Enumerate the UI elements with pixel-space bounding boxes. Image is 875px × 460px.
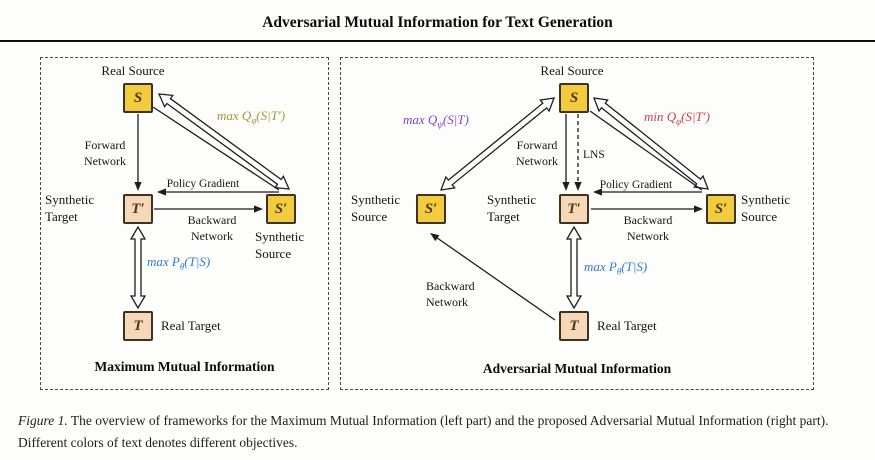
arrow-shape [592,97,710,190]
arrow-shape [254,205,263,213]
node-synthetic-target: T′ [123,194,153,224]
node-synthetic-source: S′ [266,194,296,224]
label-lns: LNS [583,149,605,161]
ami-arrows-layer [430,97,710,321]
label-real-source: Real Source [540,63,604,78]
arrow-shape [574,182,582,191]
objective-max-p-theta: max Pθ(T|S) [584,259,647,277]
node-symbol-s-prime: S′ [274,200,288,217]
node-real-source: S [559,83,589,113]
node-real-target: T [559,311,589,341]
objective-max-p-theta: max Pθ(T|S) [147,254,210,272]
arrow-shape [694,205,703,213]
label-backward-network: Backward Network [187,213,237,243]
arrow-shape [562,182,570,191]
objective-args: (S|T′) [681,109,710,124]
arrow-shape [439,97,556,191]
node-synthetic-source-left: S′ [416,194,446,224]
figure-caption-text: The overview of frameworks for the Maxim… [18,413,829,450]
node-symbol-s: S [569,89,579,106]
arrow-shape [589,110,703,191]
objective-fn: max [147,254,169,269]
objective-max-q-phi: max Qφ(S|T′) [217,108,285,126]
ami-panel-title: Adversarial Mutual Information [482,361,672,376]
objective-sym: Q [241,108,252,123]
objective-args: (T|S) [621,259,648,274]
label-real-target: Real Target [597,318,657,333]
node-symbol-s-prime: S′ [714,200,728,217]
node-symbol-t-prime: T′ [567,200,581,217]
arrow-shape [430,233,440,242]
objective-fn: max [403,112,425,127]
node-symbol-s: S [133,89,143,106]
paper-title: Adversarial Mutual Information for Text … [262,14,613,31]
figure-caption-label: Figure 1. [18,413,68,428]
objective-sym: Q [427,112,438,127]
node-symbol-t: T [133,317,143,334]
label-backward-network-right: Backward Network [623,213,673,243]
objective-sym: Q [666,109,677,124]
arrow-shape [157,188,166,196]
objective-sub: θ [179,261,185,272]
label-real-target: Real Target [161,318,221,333]
node-synthetic-source-right: S′ [706,194,736,224]
node-symbol-t: T [569,317,579,334]
label-real-source: Real Source [101,63,165,78]
node-symbol-t-prime: T′ [131,200,145,217]
mmi-panel: Real Source S Forward Network max Qφ(S|T… [40,57,329,390]
node-real-target: T [123,311,153,341]
objective-args: (S|T) [442,112,469,127]
node-symbol-s-prime: S′ [424,200,438,217]
objective-args: (T|S) [184,254,211,269]
figure-caption: Figure 1. The overview of frameworks for… [18,410,858,453]
objective-args: (S|T′) [256,108,286,123]
title-rule [0,40,875,42]
arrow-shape [593,188,602,196]
label-policy-gradient: Policy Gradient [599,179,673,191]
mmi-panel-title: Maximum Mutual Information [94,359,275,374]
objective-max-q-psi: max Qψ(S|T) [403,112,469,130]
objective-min-q-phi: min Qφ(S|T′) [644,109,710,127]
arrow-shape [129,225,147,310]
label-forward-network: Forward Network [84,138,126,168]
label-synthetic-source-left: Synthetic Source [351,192,401,224]
objective-fn: min [644,109,664,124]
arrow-shape [435,236,556,321]
arrow-shape [157,93,291,190]
label-policy-gradient: Policy Gradient [166,178,240,190]
objective-fn: max [584,259,606,274]
objective-sym: P [608,259,617,274]
label-synthetic-target: Synthetic Target [45,192,95,224]
node-synthetic-target: T′ [559,194,589,224]
mmi-arrows-layer [129,93,291,310]
label-synthetic-source: Synthetic Source [255,229,305,261]
arrow-shape [152,106,280,191]
label-backward-network-left: Backward Network [426,279,475,309]
objective-sub: φ [676,116,682,127]
objective-fn: max [217,108,239,123]
objective-sub: φ [251,115,257,126]
arrow-shape [134,182,142,191]
arrow-shape [565,225,583,310]
objective-sub: ψ [437,119,443,130]
label-forward-network: Forward Network [516,138,558,168]
label-synthetic-source-right: Synthetic Source [741,192,791,224]
label-synthetic-target: Synthetic Target [487,192,537,224]
objective-sub: θ [616,266,622,277]
node-real-source: S [123,83,153,113]
ami-panel: Real Source S max Qψ(S|T) min Qφ(S|T′) F… [340,57,814,390]
objective-sym: P [171,254,180,269]
